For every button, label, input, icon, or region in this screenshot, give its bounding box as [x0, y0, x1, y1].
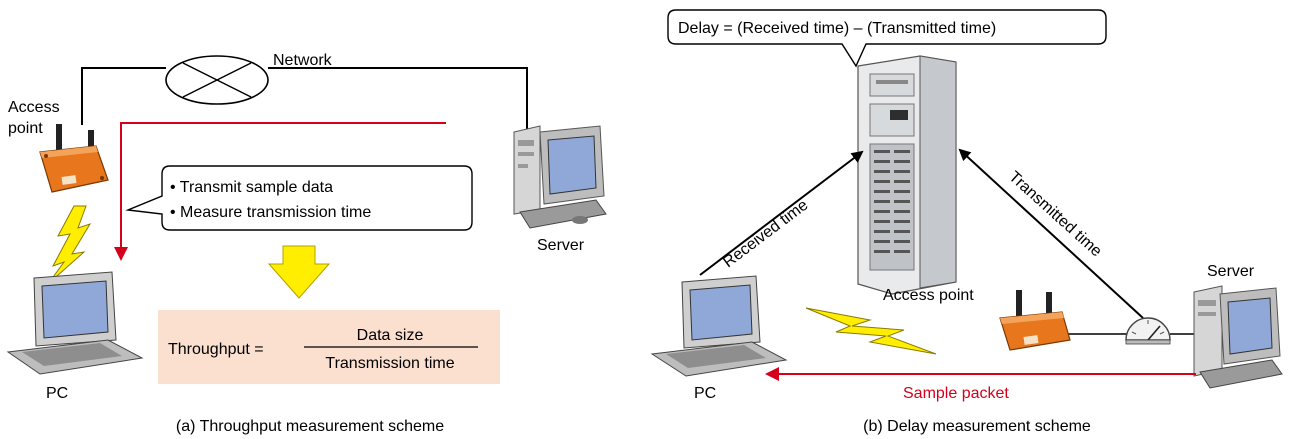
server-label-a: Server: [537, 237, 585, 254]
lightning-icon-b: [805, 307, 937, 355]
transmitted-time-arrow: [958, 148, 1144, 319]
caption-a: (a) Throughput measurement scheme: [176, 418, 444, 435]
formula-lhs: Throughput =: [168, 341, 264, 358]
server-label-b: Server: [1207, 263, 1255, 280]
access-point-icon-b: [999, 290, 1071, 351]
formula-numerator: Data size: [357, 327, 424, 344]
server-rack-icon: [857, 55, 957, 295]
callout-line-measure: • Measure transmission time: [170, 204, 371, 221]
sample-packet-label: Sample packet: [903, 385, 1009, 402]
received-time-label: Received time: [720, 197, 811, 272]
network-link-server: [268, 67, 528, 130]
caption-b: (b) Delay measurement scheme: [863, 418, 1091, 435]
lightning-icon: [47, 205, 92, 285]
panel-a: Network Access point • Transmit sample d…: [6, 52, 607, 435]
access-point-icon: [39, 124, 109, 193]
down-arrow-icon: [267, 245, 331, 299]
laptop-icon: [6, 271, 144, 375]
received-time-arrow: [699, 150, 864, 276]
access-point-label-b: Access point: [883, 287, 974, 304]
measurement-path: [114, 122, 446, 261]
delay-callout-box: [667, 9, 1107, 68]
meter-gauge-icon: [1125, 317, 1171, 345]
pc-label-b: PC: [694, 385, 716, 402]
network-link-ap: [81, 67, 166, 125]
panel-b: Delay = (Received time) – (Transmitted t…: [650, 9, 1283, 435]
formula-denominator: Transmission time: [325, 355, 454, 372]
server-computer-icon: [513, 125, 607, 229]
server-computer-icon-b: [1193, 285, 1283, 389]
access-point-label: Access point: [8, 99, 64, 137]
transmitted-time-label: Transmitted time: [1005, 168, 1105, 260]
callout-line-transmit: • Transmit sample data: [170, 179, 333, 196]
network-cloud-icon: [165, 55, 269, 105]
network-label: Network: [273, 52, 333, 69]
delay-formula: Delay = (Received time) – (Transmitted t…: [678, 20, 996, 37]
laptop-icon-b: [650, 275, 788, 377]
pc-label-a: PC: [46, 385, 68, 402]
callout-box: [125, 165, 473, 231]
